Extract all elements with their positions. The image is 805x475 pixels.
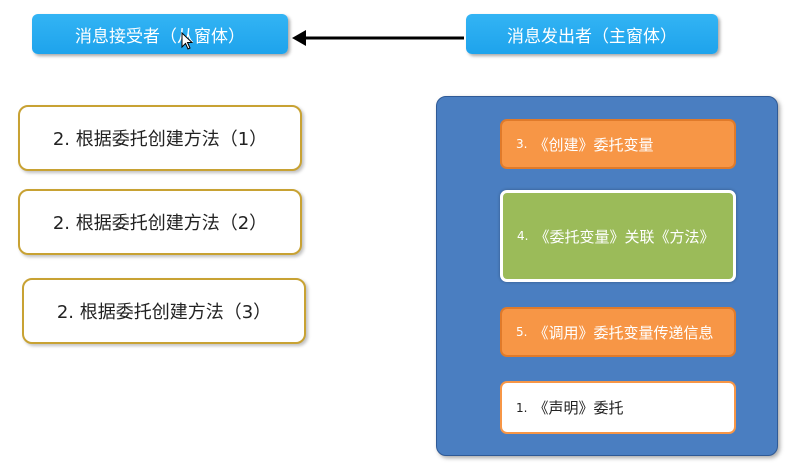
step-declare-number: 1.: [516, 400, 528, 415]
sender-header: 消息发出者（主窗体）: [466, 14, 718, 54]
receiver-header: 消息接受者（从窗体）: [32, 14, 288, 54]
step-invoke-text: 《调用》委托变量传递信息: [533, 323, 714, 342]
step-create-text: 《创建》委托变量: [533, 135, 654, 154]
method-box-3: 2. 根据委托创建方法（3）: [22, 278, 306, 344]
step-create-delegate: 3. 《创建》委托变量: [500, 119, 736, 169]
step-associate-number: 4.: [517, 229, 529, 243]
step-associate-method: 4. 《委托变量》关联《方法》: [500, 190, 736, 282]
method-box-2: 2. 根据委托创建方法（2）: [18, 189, 302, 255]
step-invoke-number: 5.: [516, 325, 528, 339]
method-label-3: 2. 根据委托创建方法（3）: [56, 302, 272, 323]
method-box-1: 2. 根据委托创建方法（1）: [18, 105, 302, 171]
step-declare-delegate: 1. 《声明》委托: [500, 381, 736, 434]
method-label-1: 2. 根据委托创建方法（1）: [52, 129, 268, 150]
receiver-label: 消息接受者（从窗体）: [75, 26, 245, 47]
step-invoke-delegate: 5. 《调用》委托变量传递信息: [500, 307, 736, 357]
step-declare-text: 《声明》委托: [533, 399, 624, 417]
mouse-cursor-icon: [181, 32, 193, 50]
step-associate-text: 《委托变量》关联《方法》: [534, 227, 715, 246]
method-label-2: 2. 根据委托创建方法（2）: [52, 213, 268, 234]
step-create-number: 3.: [516, 137, 528, 151]
sender-label: 消息发出者（主窗体）: [507, 26, 677, 47]
left-arrow-icon: [292, 30, 464, 46]
